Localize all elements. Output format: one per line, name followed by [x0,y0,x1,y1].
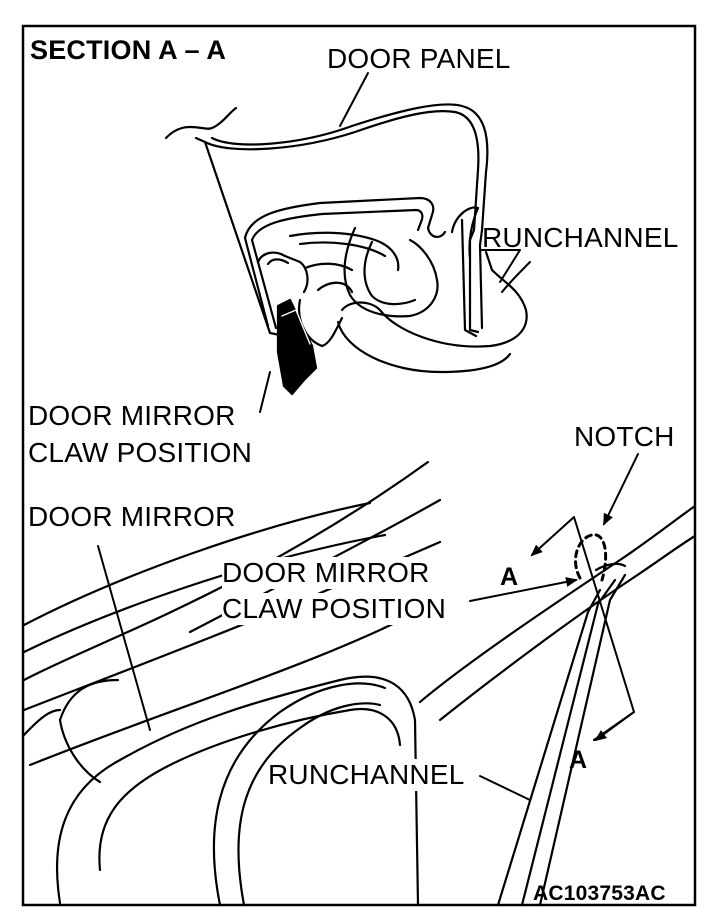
door-panel-outline [194,136,282,337]
claw-position-top-label-line2: CLAW POSITION [28,437,253,468]
section-arrow-label-upper: A [500,563,519,591]
runchannel-bottom-outline [538,573,627,907]
runchannel-top-label: RUNCHANNEL [482,222,679,253]
claw-position-mid-label-line1: DOOR MIRROR [222,557,430,589]
runchannel-top-leader [479,249,521,283]
section-arrow-label-lower: A [569,746,588,774]
door-panel-leader [339,72,369,127]
runchannel-bottom-label: RUNCHANNEL [268,759,465,791]
figure-code: AC103753AC [533,882,666,905]
notch-leader [603,453,639,526]
door-mirror-label: DOOR MIRROR [28,501,236,532]
notch-label: NOTCH [574,421,675,452]
section-title: SECTION A – A [30,35,227,65]
door-contour-top [22,460,430,682]
claw-position-top-leader [259,371,271,413]
section-view [164,72,531,413]
claw-position-top-marker [276,298,318,396]
door-panel-label: DOOR PANEL [327,43,511,74]
door-mirror-body [55,675,420,907]
runchannel-bottom-leader [479,775,531,801]
door-mirror-leader [97,545,151,731]
diagram-frame [21,24,697,907]
claw-position-top-label-line1: DOOR MIRROR [28,400,236,431]
claw-position-mid-label-line2: CLAW POSITION [222,593,447,625]
claw-position-mid-leader [469,577,578,602]
runchannel-outline [340,250,528,348]
notch-marker [574,533,608,582]
